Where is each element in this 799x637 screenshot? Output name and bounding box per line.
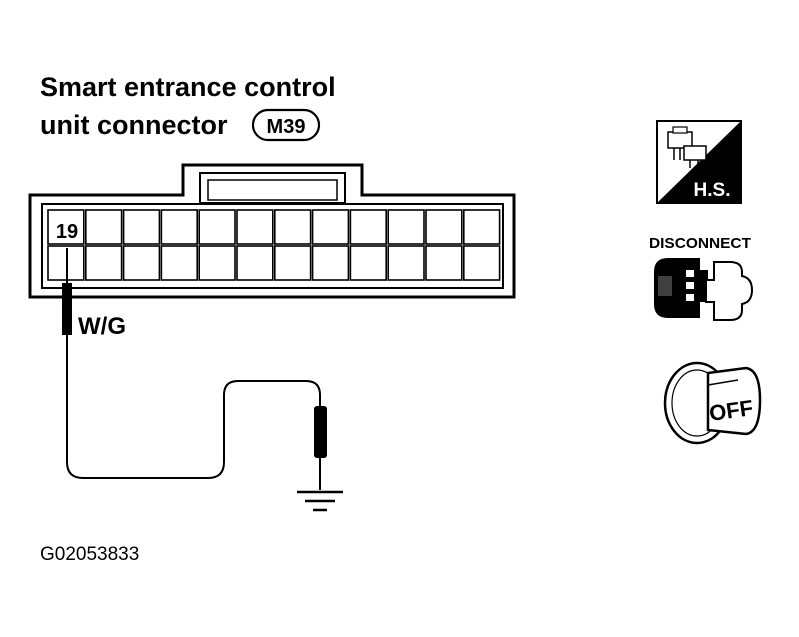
disconnect-label: DISCONNECT <box>649 235 751 252</box>
terminal-number: 19 <box>56 221 78 243</box>
disconnect-icon <box>654 258 754 321</box>
connector-body <box>28 163 516 299</box>
title-line-2: unit connector <box>40 110 228 140</box>
harness-badge-text: H.S. <box>694 180 731 201</box>
terminal-cavity <box>236 245 274 281</box>
connector-id: M39 <box>267 116 306 138</box>
terminal-cavity <box>85 245 123 281</box>
figure-code: G02053833 <box>40 544 139 565</box>
terminal-cavity <box>122 245 161 281</box>
terminal-cavity <box>387 245 425 281</box>
terminal-cavity-grid <box>47 209 501 281</box>
terminal-probe <box>62 248 72 345</box>
terminal-cavity <box>47 245 85 281</box>
terminal-cavity <box>47 209 85 245</box>
terminal-cavity <box>425 209 463 245</box>
title-line-1: Smart entrance control <box>40 72 336 102</box>
terminal-cavity <box>387 209 425 245</box>
terminal-cavity <box>198 245 236 281</box>
terminal-cavity <box>160 245 198 281</box>
terminal-cavity <box>311 245 350 281</box>
terminal-cavity <box>122 209 161 245</box>
ignition-off-icon: OFF <box>663 361 762 445</box>
ground-icon <box>297 490 343 512</box>
terminal-cavity <box>349 209 387 245</box>
test-lead-wire <box>66 345 321 479</box>
terminal-cavity <box>462 209 501 245</box>
terminal-cavity <box>349 245 387 281</box>
terminal-cavity <box>85 209 123 245</box>
terminal-cavity <box>198 209 236 245</box>
terminal-cavity <box>273 209 312 245</box>
wire-color-label: W/G <box>78 313 126 340</box>
terminal-cavity <box>273 245 312 281</box>
connector-id-badge: M39 <box>251 108 321 142</box>
harness-check-icon: H.S. <box>656 120 742 204</box>
ignition-label: OFF <box>708 395 755 426</box>
terminal-cavity <box>236 209 274 245</box>
terminal-cavity <box>462 245 501 281</box>
terminal-cavity <box>425 245 463 281</box>
ground-probe <box>314 406 327 490</box>
terminal-cavity <box>160 209 198 245</box>
terminal-cavity <box>311 209 350 245</box>
